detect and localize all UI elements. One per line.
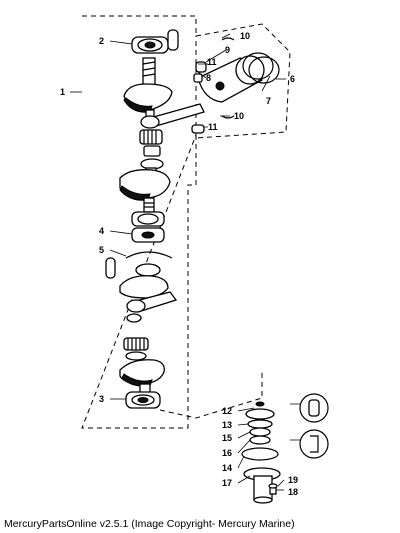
callout-1: 1 [60, 87, 65, 97]
piston [197, 55, 265, 103]
connecting-rod-lower [126, 291, 178, 323]
callout-6: 6 [290, 74, 295, 84]
needle-bearing-lower [123, 337, 149, 361]
callout-8: 8 [206, 73, 211, 83]
callout-13: 13 [222, 420, 232, 430]
top-bearing [131, 36, 169, 54]
dowel-pin-upper [167, 29, 179, 51]
callout-12: 12 [222, 406, 232, 416]
callout-2: 2 [99, 36, 104, 46]
callout-7: 7 [266, 96, 271, 106]
parts-exploded-diagram: 1 2 3 4 5 6 7 8 9 10 10 11 11 12 13 15 1… [60, 15, 329, 504]
piston-pin-parts [193, 37, 235, 119]
crankshaft-lower-throw [119, 263, 169, 299]
bottom-bearing [125, 391, 161, 409]
callout-9: 9 [225, 45, 230, 55]
center-main-bearing [131, 211, 165, 243]
detail-callout-circles [290, 393, 329, 459]
image-caption: MercuryPartsOnline v2.5.1 (Image Copyrig… [4, 518, 295, 530]
callout-15: 15 [222, 433, 232, 443]
crankshaft-assembly-boundary [81, 15, 197, 429]
end-cap-housing [243, 467, 281, 504]
callout-3: 3 [99, 394, 104, 404]
crankshaft-middle [119, 167, 171, 213]
callout-10-top: 10 [240, 31, 250, 41]
screw [268, 483, 278, 495]
piston-assembly-boundary [195, 23, 291, 139]
callout-4: 4 [99, 226, 104, 236]
callout-11-top: 11 [207, 57, 217, 67]
callout-5: 5 [99, 245, 104, 255]
connecting-rod-upper [140, 103, 205, 134]
seal-stack [241, 401, 279, 461]
callout-10-bottom: 10 [234, 111, 244, 121]
lower-assembly-link [159, 372, 263, 419]
retaining-ring [125, 251, 173, 259]
callout-11-bottom: 11 [208, 122, 218, 132]
crankshaft-bottom [119, 359, 165, 395]
callout-17: 17 [222, 478, 232, 488]
callout-14: 14 [222, 463, 232, 473]
callout-19: 19 [288, 475, 298, 485]
callout-16: 16 [222, 448, 232, 458]
piston-rings [242, 52, 280, 84]
dowel-pin-middle [105, 257, 116, 279]
needle-bearing-upper [139, 129, 164, 170]
callout-18: 18 [288, 487, 298, 497]
